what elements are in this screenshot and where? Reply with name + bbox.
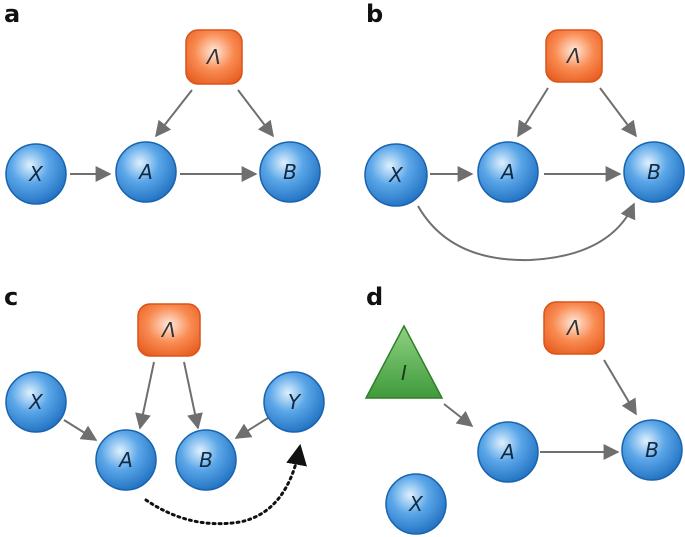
node-b: B — [259, 141, 321, 203]
edge-lambda-to-b — [599, 87, 637, 138]
edge-lambda-to-b — [603, 359, 637, 416]
panel-b: b Λ X A B — [364, 0, 685, 262]
node-lambda: Λ — [543, 301, 605, 355]
edge-lambda-to-b — [183, 361, 203, 430]
svg-text:Λ: Λ — [565, 316, 581, 340]
node-i: I — [364, 324, 444, 399]
svg-text:X: X — [28, 162, 44, 186]
node-lambda: Λ — [545, 29, 603, 83]
svg-text:Y: Y — [288, 390, 302, 414]
panel-a: a Λ X A B — [4, 0, 321, 205]
svg-text:Λ: Λ — [565, 44, 581, 68]
node-lambda: Λ — [185, 29, 243, 85]
panel-label-b: b — [366, 0, 383, 28]
node-y: Y — [263, 371, 325, 433]
node-a: A — [477, 141, 539, 203]
panel-label-a: a — [4, 0, 20, 28]
svg-text:A: A — [499, 160, 515, 184]
edge-y-to-b — [234, 417, 269, 439]
node-lambda: Λ — [137, 303, 201, 357]
svg-text:X: X — [28, 390, 44, 414]
svg-text:X: X — [388, 163, 404, 187]
edge-i-to-a — [443, 403, 474, 427]
svg-text:X: X — [408, 492, 424, 516]
node-b: B — [621, 419, 683, 481]
panel-label-d: d — [366, 283, 383, 311]
svg-text:B: B — [199, 448, 213, 472]
node-x: X — [5, 143, 67, 205]
node-b: B — [175, 429, 237, 491]
node-x: X — [385, 473, 447, 535]
node-x: X — [5, 371, 67, 433]
node-b: B — [623, 141, 685, 203]
node-x: X — [364, 143, 428, 207]
svg-text:A: A — [137, 160, 153, 184]
svg-text:Λ: Λ — [205, 45, 221, 69]
edge-lambda-to-a — [155, 89, 193, 138]
edge-lambda-to-b — [237, 89, 274, 138]
svg-text:B: B — [645, 438, 659, 462]
edge-lambda-to-a — [135, 361, 155, 430]
edge-lambda-to-a — [517, 87, 549, 138]
svg-text:I: I — [401, 361, 407, 385]
edge-x-to-b-curved — [417, 202, 636, 262]
svg-text:B: B — [283, 160, 297, 184]
panel-c: c Λ X A B Y — [4, 283, 325, 526]
node-a: A — [477, 421, 539, 483]
edge-a-to-y-dotted — [144, 443, 307, 526]
edge-x-to-a — [63, 419, 98, 441]
node-a: A — [115, 141, 177, 203]
panel-d: d Λ I A B X — [364, 283, 683, 535]
panel-label-c: c — [4, 283, 18, 311]
svg-text:Λ: Λ — [160, 318, 176, 342]
svg-text:B: B — [647, 160, 661, 184]
svg-text:A: A — [499, 440, 515, 464]
node-a: A — [95, 429, 157, 491]
svg-text:A: A — [117, 448, 133, 472]
